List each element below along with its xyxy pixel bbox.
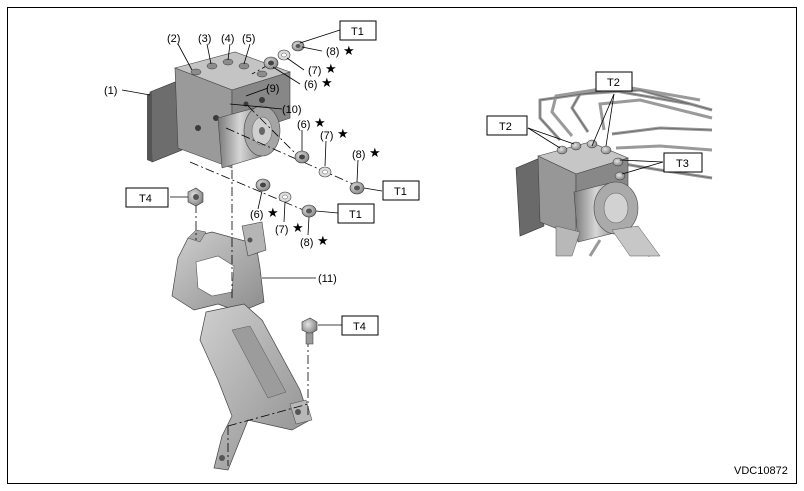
torque-box-t4-upper: T4: [125, 187, 169, 208]
callout-3: (3): [198, 33, 211, 45]
torque-box-t2-left: T2: [486, 115, 528, 136]
star-6-low: ★: [267, 206, 279, 221]
callout-8-top: (8): [326, 46, 339, 58]
svg-text:T4: T4: [139, 193, 152, 205]
callout-9: (9): [266, 83, 279, 95]
star-6-top: ★: [321, 76, 333, 91]
star-8-top: ★: [343, 44, 355, 59]
svg-text:T4: T4: [353, 321, 366, 333]
svg-text:T3: T3: [676, 158, 689, 170]
callout-7-mid: (7): [320, 130, 333, 142]
assembly-axes: [189, 63, 363, 466]
star-7-mid: ★: [337, 127, 349, 142]
star-7-top: ★: [325, 62, 337, 77]
torque-box-t1-top: T1: [339, 20, 377, 41]
callout-8-mid: (8): [352, 149, 365, 161]
torque-box-t1-mid: T1: [382, 180, 420, 201]
star-6-mid: ★: [314, 116, 326, 131]
callout-4: (4): [221, 33, 234, 45]
torque-box-t2-top: T2: [595, 71, 633, 92]
installed-leader-lines: [527, 93, 664, 175]
star-7-low: ★: [292, 221, 304, 236]
callout-7-top: (7): [308, 65, 321, 77]
torque-box-t3: T3: [663, 152, 703, 173]
svg-text:T1: T1: [394, 186, 407, 198]
svg-text:T1: T1: [349, 209, 362, 221]
star-8-mid: ★: [369, 146, 381, 161]
callout-8-low: (8): [300, 237, 313, 249]
torque-box-t1-low: T1: [337, 203, 375, 224]
installed-unit: [515, 84, 713, 258]
callout-6-low: (6): [250, 209, 263, 221]
callout-6-mid: (6): [297, 119, 310, 131]
svg-text:T1: T1: [351, 26, 364, 38]
pump-motor: [217, 105, 281, 169]
callout-10: (10): [282, 104, 302, 116]
callout-11: (11): [318, 273, 337, 285]
bracket: [171, 221, 313, 471]
diagram-frame: [7, 7, 797, 484]
star-8-low: ★: [317, 234, 329, 249]
callout-2: (2): [167, 33, 180, 45]
svg-text:T2: T2: [607, 77, 620, 89]
fasteners: [187, 40, 365, 345]
leader-lines: [121, 29, 383, 326]
callout-1: (1): [104, 85, 117, 97]
diagram-code: VDC10872: [734, 465, 788, 477]
svg-text:T2: T2: [499, 121, 512, 133]
callout-7-low: (7): [275, 224, 288, 236]
callout-6-top: (6): [304, 79, 317, 91]
torque-box-t4-lower: T4: [341, 315, 379, 336]
callout-5: (5): [242, 33, 255, 45]
